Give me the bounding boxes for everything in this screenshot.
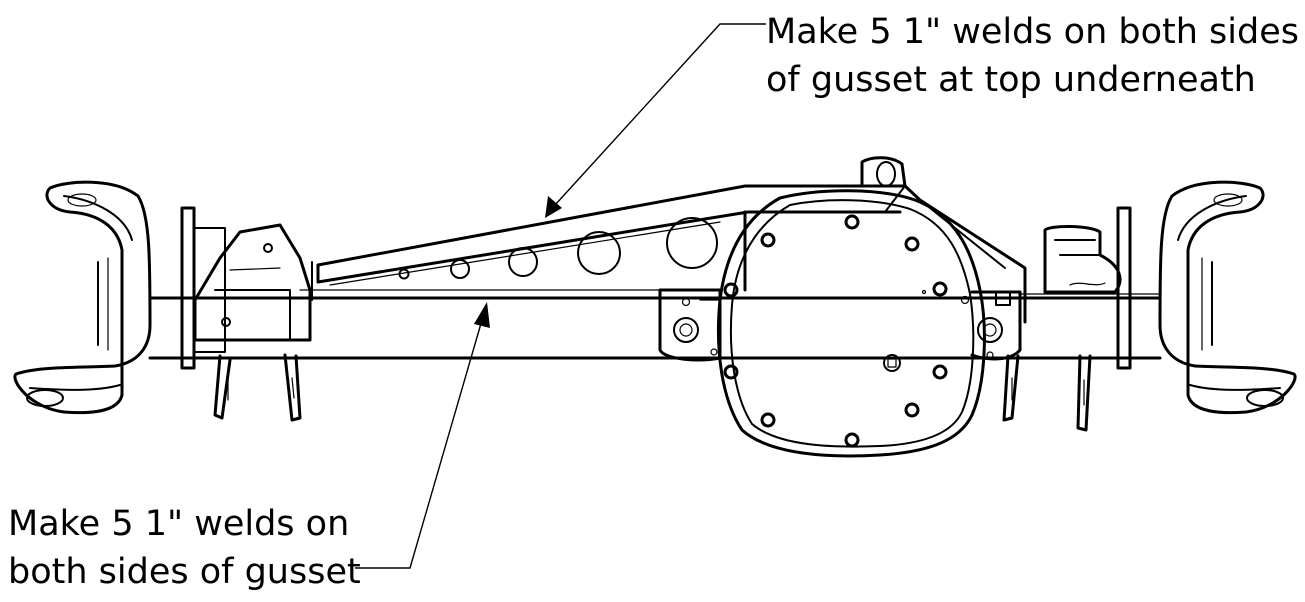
differential-cover <box>699 189 986 458</box>
left-bracket <box>193 223 312 422</box>
truss-gusset <box>311 184 1027 324</box>
bottom-callout-leader <box>355 302 490 569</box>
bottom-callout-line-1: Make 5 1" welds on <box>8 504 350 544</box>
top-weld-callout: Make 5 1" welds on both sides of gusset … <box>766 8 1299 104</box>
bottom-weld-callout: Make 5 1" welds on both sides of gusset <box>8 500 361 596</box>
top-callout-line-2: of gusset at top underneath <box>766 60 1256 100</box>
right-diff-bracket <box>960 290 1022 361</box>
top-callout-leader <box>545 23 766 218</box>
fill-plug-icon <box>883 354 901 372</box>
cover-bolts <box>723 214 948 448</box>
left-diff-bracket <box>658 288 722 362</box>
right-knuckle <box>1158 180 1297 415</box>
left-knuckle <box>13 180 152 415</box>
upper-mount-tab <box>860 156 907 188</box>
top-callout-line-1: Make 5 1" welds on both sides <box>766 12 1299 52</box>
axle-tube <box>148 289 1162 360</box>
right-flange <box>1116 206 1132 370</box>
bottom-callout-line-2: both sides of gusset <box>8 552 361 592</box>
